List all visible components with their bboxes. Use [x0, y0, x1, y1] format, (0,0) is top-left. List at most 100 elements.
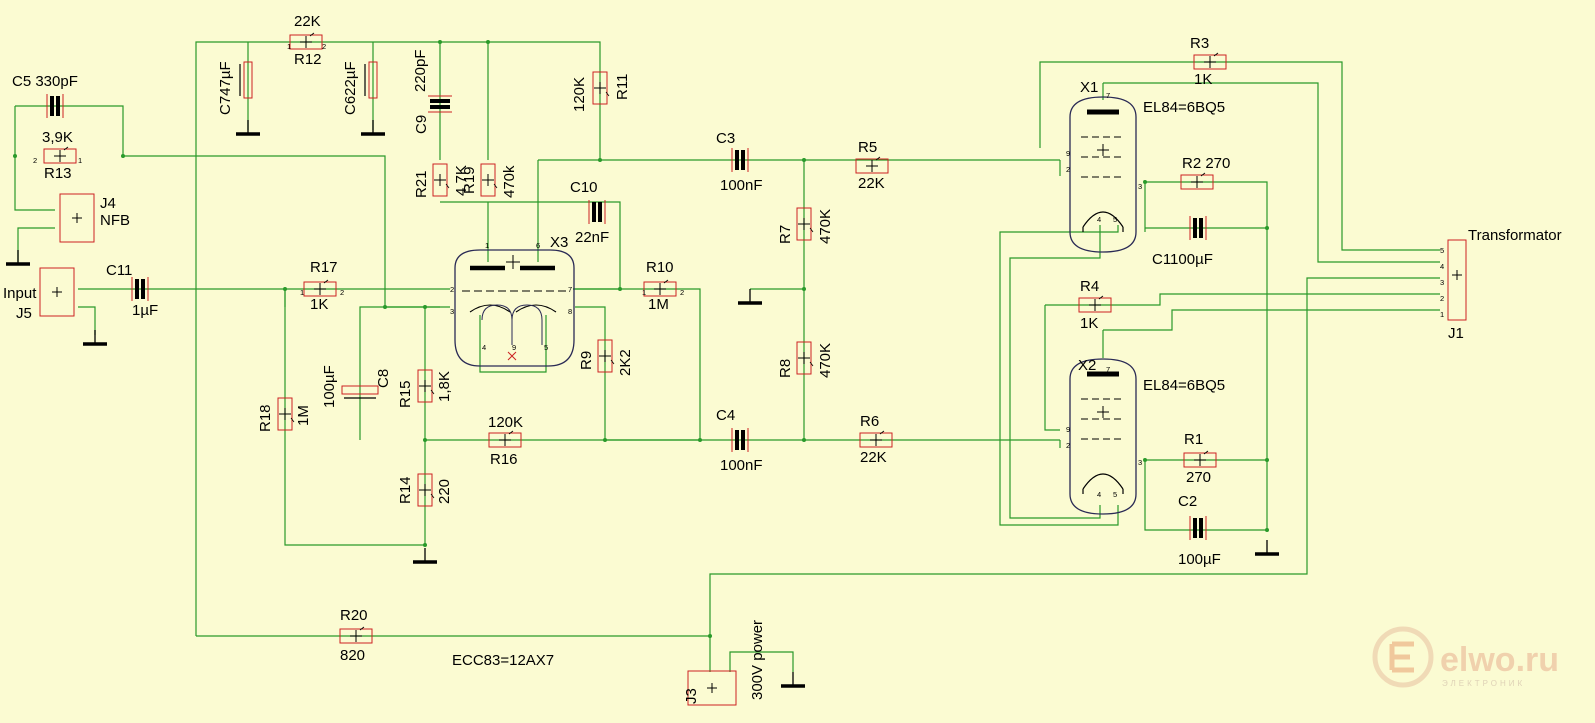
ground-c6 [359, 118, 387, 136]
r16-value: 120K [488, 414, 523, 431]
resistor-r13 [43, 146, 77, 164]
svg-text:1: 1 [300, 288, 304, 297]
svg-text:3: 3 [1138, 182, 1142, 191]
r21-value: 4,7K [453, 165, 470, 196]
r13-ref: R13 [44, 165, 72, 182]
capacitor-c2 [1188, 514, 1208, 542]
resistor-r15 [417, 369, 435, 403]
c11-value: 1µF [132, 302, 158, 319]
c10-value: 22nF [575, 229, 609, 246]
j1-ref: J1 [1448, 325, 1464, 342]
c11-ref: C11 [106, 262, 132, 279]
r1-ref: R1 [1184, 431, 1203, 448]
labels: 22K R1 2 C5 330pF 3,9K R13 J4 NFB Input J… [3, 13, 1562, 704]
j5-ref: J5 [16, 305, 32, 322]
svg-text:5: 5 [544, 343, 548, 352]
transformer-label: Transformator [1468, 227, 1562, 244]
svg-text:9: 9 [1066, 149, 1070, 158]
r10-value: 1M [648, 296, 669, 313]
x1-type: EL84=6BQ5 [1143, 99, 1225, 116]
c10-ref: C10 [570, 179, 598, 196]
svg-text:2: 2 [680, 288, 684, 297]
x3-ref: X3 [550, 234, 568, 251]
svg-text:3: 3 [450, 307, 454, 316]
r8-value: 470K [817, 343, 834, 378]
r15-value: 1,8K [436, 371, 453, 402]
svg-text:4: 4 [1097, 215, 1101, 224]
svg-text:9: 9 [512, 343, 516, 352]
resistor-r10 [643, 279, 677, 297]
r6-value: 22K [860, 449, 887, 466]
j4-name: NFB [100, 212, 130, 229]
x1-ref: X1 [1080, 79, 1098, 96]
c2-value: 100µF [1178, 551, 1221, 568]
j3-ref: J3 [683, 688, 700, 704]
r14-ref: R14 [397, 476, 414, 504]
j5-name: Input [3, 285, 37, 302]
c5-ref: C5 330pF [12, 73, 78, 90]
svg-text:1: 1 [1440, 310, 1444, 319]
r7-value: 470K [817, 209, 834, 244]
r5-ref: R5 [858, 139, 877, 156]
r20-ref: R20 [340, 607, 368, 624]
connector-j1 [1447, 239, 1467, 321]
resistor-r5 [855, 156, 889, 174]
svg-text:4: 4 [482, 343, 486, 352]
r3-value: 1K [1194, 71, 1212, 88]
resistor-r4 [1078, 295, 1112, 313]
r18-ref: R18 [257, 404, 274, 432]
c3-value: 100nF [720, 177, 763, 194]
r20-value: 820 [340, 647, 365, 664]
svg-text:9: 9 [1066, 425, 1070, 434]
resistor-r1 [1183, 450, 1217, 468]
r16-ref: R16 [490, 451, 518, 468]
tube-x2 [1070, 359, 1136, 514]
svg-text:2: 2 [33, 156, 37, 165]
logo-text: elwo.ru [1440, 641, 1559, 679]
resistor-r12 [289, 32, 323, 50]
c4-value: 100nF [720, 457, 763, 474]
r7-ref: R7 [777, 225, 794, 244]
ground-j5 [81, 328, 109, 346]
c7-label: C747µF [217, 61, 234, 115]
resistor-r20 [339, 626, 373, 644]
ecc83-label: ECC83=12AX7 [452, 652, 554, 669]
svg-text:2: 2 [1066, 165, 1070, 174]
r9-value: 2K2 [617, 349, 634, 376]
r8-ref: R8 [777, 359, 794, 378]
c1-label: C1100µF [1152, 251, 1213, 268]
svg-text:2: 2 [1066, 441, 1070, 450]
svg-text:7: 7 [1106, 91, 1110, 100]
ground-r7 [736, 287, 764, 305]
capacitor-c10 [587, 198, 607, 226]
r15-ref: R15 [397, 380, 414, 408]
resistor-r11 [592, 71, 610, 105]
tube-x1 [1070, 97, 1136, 252]
r2-label: R2 270 [1182, 155, 1230, 172]
resistor-r17 [303, 279, 337, 297]
svg-text:4: 4 [1097, 490, 1101, 499]
c6-label: C622µF [342, 61, 359, 115]
x2-ref: X2 [1078, 357, 1096, 374]
resistor-r7 [796, 207, 814, 241]
svg-text:8: 8 [568, 307, 572, 316]
svg-text:5: 5 [1440, 246, 1444, 255]
r19-value: 470k [501, 165, 518, 198]
svg-text:6: 6 [536, 241, 540, 250]
r12-value: 22K [294, 13, 321, 30]
r11-ref: R11 [614, 74, 631, 100]
svg-text:2: 2 [1440, 294, 1444, 303]
r5-value: 22K [858, 175, 885, 192]
resistor-r16 [488, 430, 522, 448]
c4-ref: C4 [716, 407, 735, 424]
elwo-logo: elwo.ru ЭЛЕКТРОНИК [1372, 626, 1559, 688]
resistor-r8 [796, 341, 814, 375]
c9-value: 220pF [412, 49, 429, 92]
ground-j4 [4, 248, 32, 266]
resistor-r2 [1180, 172, 1214, 190]
c9-ref: C9 [413, 115, 430, 134]
r13-value: 3,9K [42, 129, 73, 146]
j4-ref: J4 [100, 195, 116, 212]
x2-type: EL84=6BQ5 [1143, 377, 1225, 394]
r14-value: 220 [436, 479, 453, 504]
